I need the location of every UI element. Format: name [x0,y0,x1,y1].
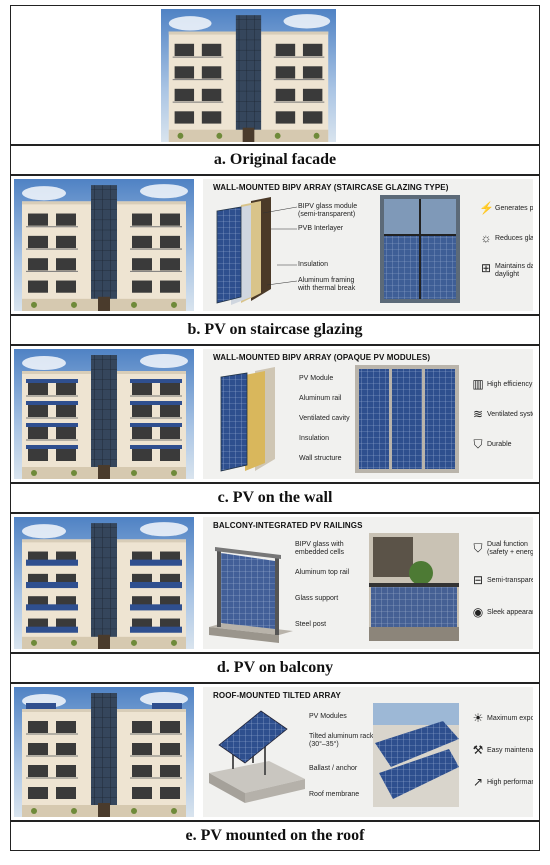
feature-text-2: daylight [495,271,520,278]
label-insulation: Insulation [299,435,329,442]
building-photo [14,349,194,479]
label-insulation: Insulation [298,261,328,268]
wall-photo [355,365,459,473]
eye-icon: ◉ [472,605,484,619]
card-title: WALL-MOUNTED BIPV ARRAY (STAIRCASE GLAZI… [213,183,449,192]
label-bipv-glass: BIPV glass module [298,203,358,210]
label-top-rail: Aluminum top rail [295,569,350,576]
roof-photo [373,703,459,807]
label-pvb: PVB Interlayer [298,225,344,232]
trend-chart-icon: ↗ [472,775,484,789]
label-bipv-glass: BIPV glass with [295,541,344,548]
label-thermal-break: with thermal break [298,285,356,292]
panel-wall-pv: WALL-MOUNTED BIPV ARRAY (OPAQUE PV MODUL… [10,345,540,483]
card-title: WALL-MOUNTED BIPV ARRAY (OPAQUE PV MODUL… [213,353,431,362]
sun-icon: ☼ [480,231,492,245]
balcony-photo [369,533,459,641]
info-card: WALL-MOUNTED BIPV ARRAY (STAIRCASE GLAZI… [203,179,533,311]
card-title: BALCONY-INTEGRATED PV RAILINGS [213,521,363,530]
info-card: BALCONY-INTEGRATED PV RAILINGS BIPV glas… [203,517,533,649]
panel-balcony-pv: BALCONY-INTEGRATED PV RAILINGS BIPV glas… [10,513,540,653]
bar-chart-icon: ▥ [472,377,484,391]
feature-text: Reduces glare [495,235,533,242]
label-pv-modules: PV Modules [309,713,347,720]
wind-icon: ≋ [472,407,484,421]
railing-diagram [209,547,293,643]
lightning-icon: ⚡ [479,201,494,215]
label-roof-membrane: Roof membrane [309,791,360,798]
feature-text: High efficiency [487,381,533,388]
glazing-photo [380,195,460,303]
shield-icon: ⛉ [473,437,483,451]
label-semi-transparent: (semi-transparent) [298,211,356,218]
caption-b: b. PV on staircase glazing [10,315,540,345]
feature-text: Dual function [487,541,528,548]
label-embedded-cells: embedded cells [295,549,345,556]
label-aluminum-framing: Aluminum framing [298,277,355,284]
label-pv-module: PV Module [299,375,334,382]
building-photo [14,687,194,817]
feature-text: Maintains daylight [495,263,533,270]
feature-text: High performance [487,779,533,786]
label-steel-post: Steel post [295,621,327,628]
feature-text: Semi-transparent [487,577,533,584]
feature-text: Sleek appearance [487,609,533,616]
shield-icon: ⛉ [473,541,483,555]
building-photo [14,179,194,311]
layer-diagram [220,367,275,472]
label-aluminum-rail: Aluminum rail [299,395,342,402]
caption-d: d. PV on balcony [10,653,540,683]
card-title: ROOF-MOUNTED TILTED ARRAY [213,691,341,700]
feature-text: Easy maintenance [487,747,533,754]
building-photo [14,517,194,649]
caption-e: e. PV mounted on the roof [10,821,540,851]
label-tilt-angle: (30°–35°) [309,741,339,748]
feature-text: Ventilated system [487,411,533,418]
feature-text: Generates power [495,205,533,212]
layer-diagram [216,197,271,305]
label-ballast: Ballast / anchor [309,765,358,772]
panel-roof-pv: ROOF-MOUNTED TILTED ARRAY PV Modules Til… [10,683,540,821]
caption-c: c. PV on the wall [10,483,540,513]
feature-text-2: (safety + energy) [487,549,533,556]
caption-a: a. Original facade [10,145,540,175]
label-tilted-rack: Tilted aluminum rack [309,733,374,740]
roof-diagram [209,710,305,803]
feature-text: Maximum exposure [487,715,533,722]
feature-text: Durable [487,441,512,448]
panel-staircase-glazing: WALL-MOUNTED BIPV ARRAY (STAIRCASE GLAZI… [10,175,540,315]
sun-icon: ☀ [472,711,484,725]
window-icon: ⊞ [480,261,492,275]
label-glass-support: Glass support [295,595,339,602]
panel-original-facade [10,5,540,145]
info-card: WALL-MOUNTED BIPV ARRAY (OPAQUE PV MODUL… [203,349,533,479]
label-wall-structure: Wall structure [299,455,342,462]
label-ventilated-cavity: Ventilated cavity [299,415,350,422]
leader-lines [263,206,298,286]
building-photo [161,9,336,142]
wrench-icon: ⚒ [472,743,484,757]
info-card: ROOF-MOUNTED TILTED ARRAY PV Modules Til… [203,687,533,817]
panel-icon: ⊟ [472,573,484,587]
